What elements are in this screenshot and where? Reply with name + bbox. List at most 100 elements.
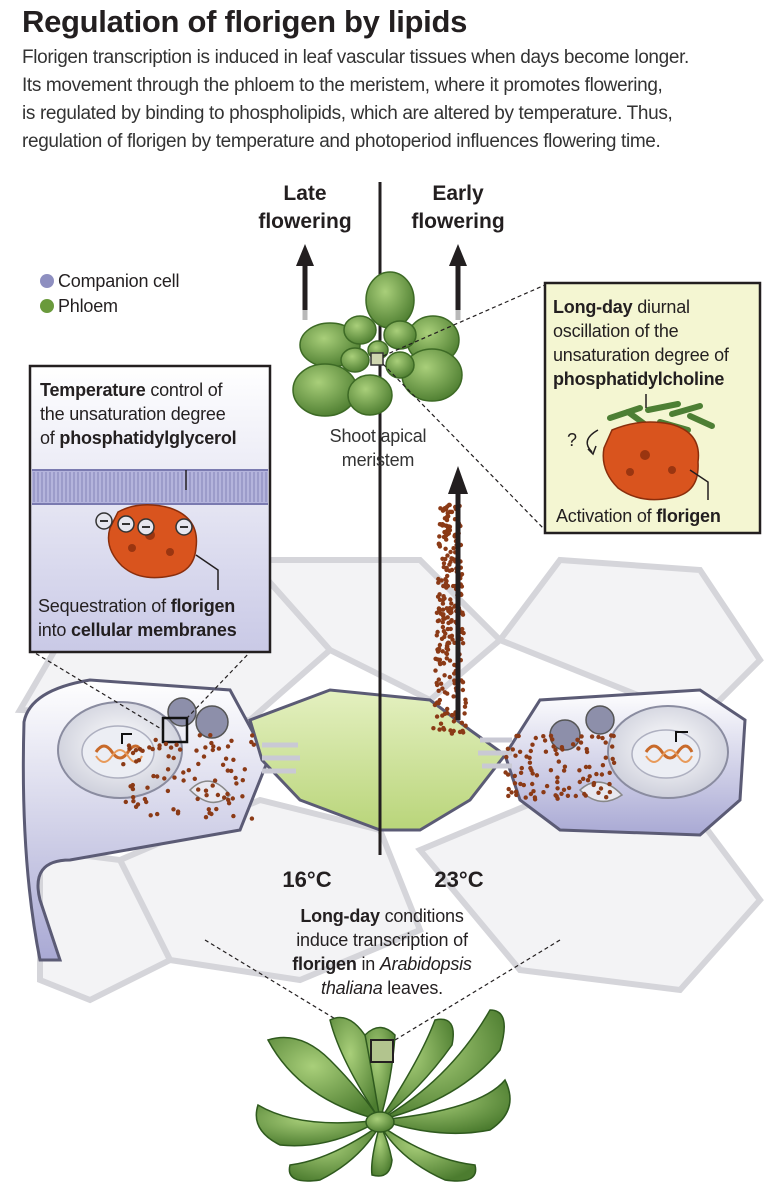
florigen-dot bbox=[438, 661, 443, 667]
florigen-dot bbox=[448, 626, 453, 632]
right-box-line: unsaturation degree of bbox=[553, 345, 729, 365]
florigen-dot bbox=[229, 738, 234, 743]
meristem-label: Shoot apical meristem bbox=[300, 424, 456, 472]
bold-term: cellular membranes bbox=[71, 620, 237, 640]
legend-phloem-label: Phloem bbox=[58, 296, 118, 316]
florigen-dot bbox=[435, 682, 440, 688]
right-box-line: Long-day diurnal bbox=[553, 295, 758, 319]
florigen-dot bbox=[505, 746, 511, 751]
florigen-dot bbox=[584, 747, 589, 752]
intro-text: Florigen transcription is induced in lea… bbox=[22, 44, 762, 156]
florigen-dot bbox=[518, 770, 524, 775]
florigen-dot bbox=[168, 745, 174, 750]
florigen-dot bbox=[445, 706, 450, 712]
florigen-dot bbox=[451, 546, 456, 551]
florigen-dot bbox=[517, 749, 523, 754]
florigen-dot bbox=[172, 775, 177, 780]
florigen-dot bbox=[510, 747, 515, 752]
text-run: leaves. bbox=[382, 978, 443, 998]
florigen-dot bbox=[573, 793, 578, 799]
florigen-dot bbox=[204, 793, 209, 798]
florigen-dot bbox=[210, 747, 215, 753]
florigen-dot bbox=[442, 516, 448, 521]
meristem-line: meristem bbox=[341, 450, 415, 470]
florigen-dot bbox=[603, 740, 608, 745]
bold-term: Long-day bbox=[300, 906, 380, 926]
florigen-dot bbox=[196, 761, 201, 767]
bottom-line: florigen in Arabidopsis bbox=[262, 952, 502, 976]
florigen-dot bbox=[559, 791, 564, 796]
left-box-line: Temperature control of bbox=[40, 378, 266, 402]
florigen-dot bbox=[581, 776, 586, 781]
florigen-dot bbox=[444, 537, 449, 542]
florigen-dot bbox=[589, 734, 595, 739]
florigen-dot bbox=[165, 788, 171, 794]
meristem-line: Shoot apical bbox=[329, 426, 427, 446]
phloem-swatch bbox=[40, 299, 54, 313]
bottom-caption: Long-day conditions induce transcription… bbox=[262, 904, 502, 1000]
left-box-caption: Sequestration of florigen into cellular … bbox=[38, 594, 268, 642]
florigen-dot bbox=[165, 767, 171, 772]
florigen-dot bbox=[447, 524, 453, 529]
florigen-dot bbox=[436, 606, 442, 611]
florigen-dot bbox=[550, 737, 555, 742]
florigen-dot bbox=[121, 762, 126, 767]
florigen-dot bbox=[434, 700, 440, 705]
florigen-dot bbox=[611, 733, 616, 739]
florigen-dot bbox=[459, 584, 465, 589]
florigen-dot bbox=[130, 786, 136, 792]
florigen-dot bbox=[513, 753, 518, 758]
florigen-dot bbox=[449, 567, 455, 573]
florigen-dot bbox=[442, 673, 447, 678]
florigen-dot bbox=[441, 561, 447, 566]
text-run: control of bbox=[145, 380, 223, 400]
companion-cell-swatch bbox=[40, 274, 54, 288]
florigen-dot bbox=[434, 714, 440, 719]
florigen-dot bbox=[431, 726, 436, 731]
florigen-dot bbox=[242, 767, 247, 772]
florigen-dot bbox=[543, 749, 549, 754]
florigen-dot bbox=[577, 779, 582, 785]
bottom-line: Long-day conditions bbox=[262, 904, 502, 928]
florigen-dot bbox=[230, 796, 235, 801]
florigen-dot bbox=[587, 774, 592, 779]
florigen-dot bbox=[578, 740, 584, 745]
florigen-dot bbox=[162, 776, 167, 781]
florigen-dot bbox=[136, 758, 142, 763]
florigen-dot bbox=[433, 656, 438, 661]
florigen-dot bbox=[155, 774, 160, 779]
florigen-dot bbox=[448, 619, 454, 624]
florigen-dot bbox=[211, 744, 216, 749]
florigen-dot bbox=[528, 748, 533, 754]
florigen-dot bbox=[126, 743, 132, 748]
florigen-dot bbox=[518, 781, 523, 787]
text-run: in bbox=[356, 954, 380, 974]
florigen-dot bbox=[555, 796, 560, 801]
florigen-dot bbox=[171, 807, 176, 812]
florigen-dot bbox=[442, 690, 448, 695]
text-run: Activation of bbox=[556, 506, 657, 526]
florigen-dot bbox=[442, 616, 448, 621]
florigen-dot bbox=[444, 567, 449, 573]
florigen-dot bbox=[250, 733, 255, 738]
shoot-apical-meristem bbox=[292, 271, 463, 417]
florigen-dot bbox=[437, 592, 442, 597]
bottom-line: induce transcription of bbox=[296, 930, 468, 950]
bold-term: Long-day bbox=[553, 297, 633, 317]
florigen-dot bbox=[565, 793, 571, 798]
florigen-dot bbox=[225, 768, 230, 773]
florigen-dot bbox=[504, 754, 509, 760]
temp-16-label: 16°C bbox=[282, 867, 332, 892]
florigen-dot bbox=[208, 733, 213, 738]
florigen-dot bbox=[441, 629, 447, 634]
florigen-dot bbox=[528, 791, 534, 797]
florigen-dot bbox=[548, 768, 554, 773]
florigen-dot bbox=[528, 765, 533, 771]
florigen-dot bbox=[437, 727, 442, 732]
florigen-dot bbox=[436, 677, 441, 682]
florigen-dot bbox=[450, 712, 455, 718]
florigen-dot bbox=[437, 534, 442, 539]
florigen-dot bbox=[440, 649, 445, 654]
florigen-dot bbox=[434, 633, 439, 638]
